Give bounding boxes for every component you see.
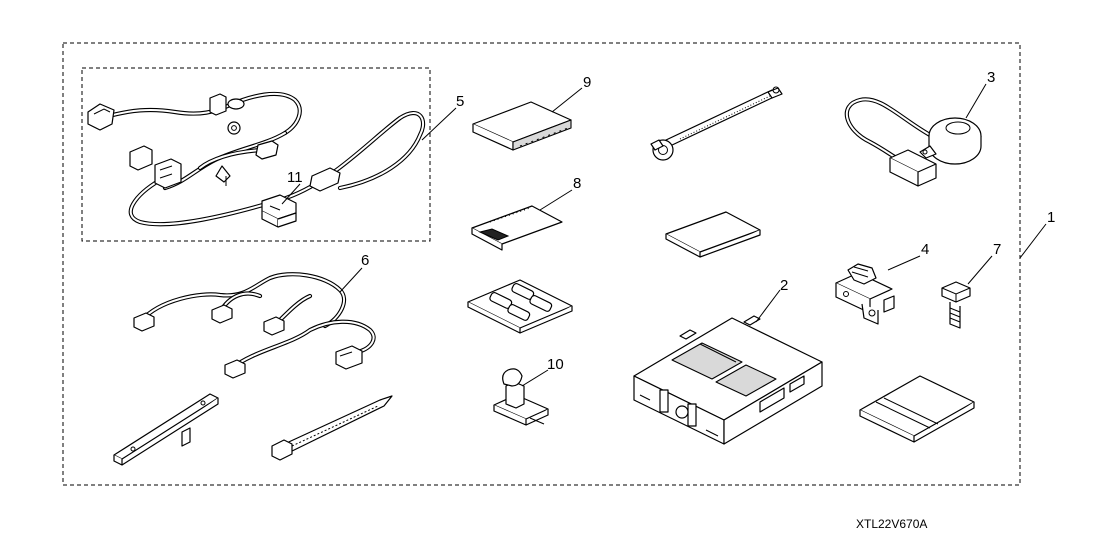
drawing-code: XTL22V670A — [856, 517, 927, 531]
callout-5: 5 — [456, 93, 464, 110]
cable-tie — [271, 395, 393, 461]
callout-6: 6 — [361, 252, 369, 269]
fuse — [261, 194, 297, 228]
cable-tie-anchor — [650, 86, 783, 161]
callout-9: 9 — [583, 74, 591, 91]
long-bracket — [113, 393, 219, 466]
adhesive-pad — [471, 205, 563, 251]
sub-harness — [133, 272, 376, 379]
mounting-plate — [467, 279, 573, 334]
small-plate — [665, 211, 761, 258]
harness-clip — [493, 368, 549, 426]
callout-11: 11 — [287, 169, 303, 186]
bolt — [941, 281, 971, 329]
main-harness — [87, 91, 426, 227]
callout-4: 4 — [921, 241, 929, 258]
leader-lines — [281, 83, 1047, 387]
callout-8: 8 — [573, 175, 581, 192]
instruction-booklet — [859, 375, 975, 443]
bracket — [835, 263, 895, 325]
kit-boundary — [62, 42, 1021, 486]
control-unit — [633, 315, 823, 445]
callout-1: 1 — [1047, 209, 1055, 226]
callout-10: 10 — [547, 356, 564, 373]
foam-pad — [472, 101, 572, 151]
callout-2: 2 — [780, 277, 788, 294]
callout-3: 3 — [987, 69, 995, 86]
buzzer — [844, 97, 982, 187]
callout-7: 7 — [993, 241, 1001, 258]
harness-subgroup-boundary — [81, 67, 431, 242]
